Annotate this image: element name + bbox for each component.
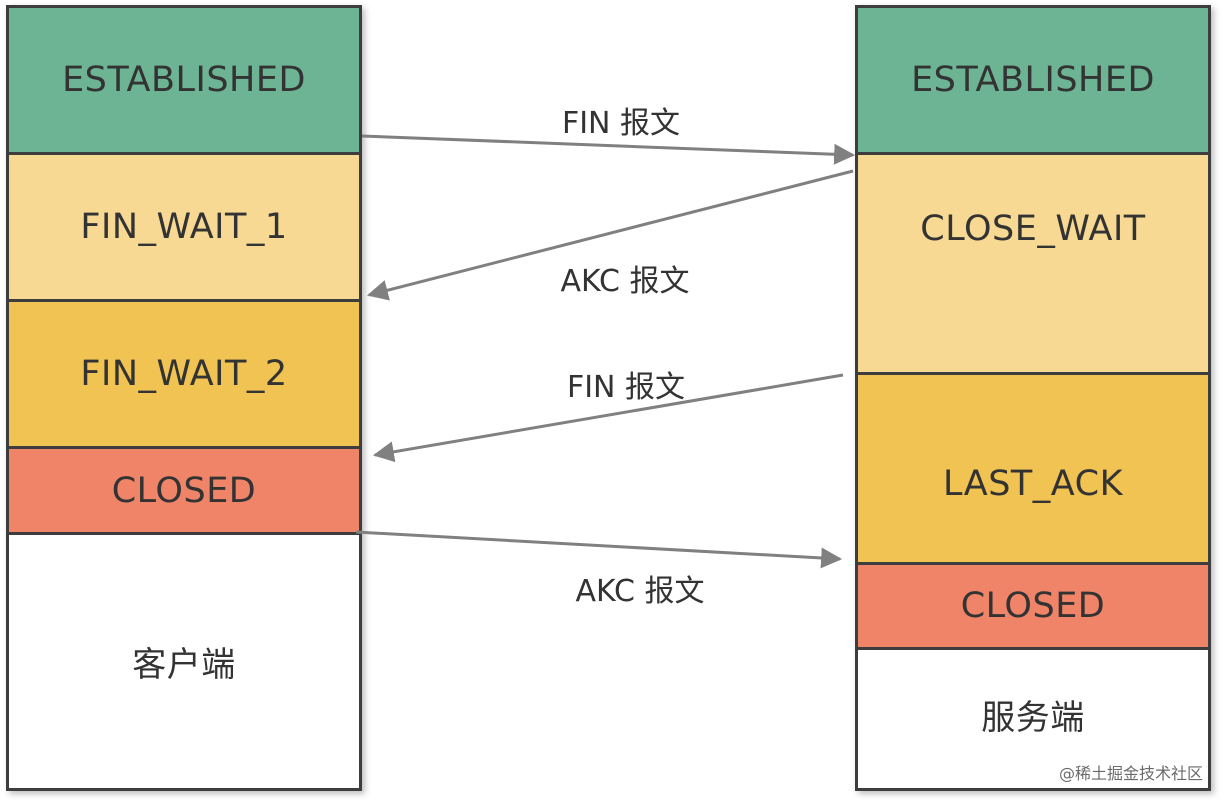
client-column: ESTABLISHED FIN_WAIT_1 FIN_WAIT_2 CLOSED…: [6, 5, 362, 791]
server-state-last-ack: LAST_ACK: [855, 372, 1211, 565]
server-label: 服务端: [855, 647, 1211, 791]
arrow-ack-1: [366, 169, 854, 301]
server-column: ESTABLISHED CLOSE_WAIT LAST_ACK CLOSED 服…: [855, 5, 1211, 791]
server-state-closed: CLOSED: [855, 562, 1211, 650]
message-label-ack-1: AKC 报文: [560, 264, 690, 299]
client-state-established: ESTABLISHED: [6, 5, 362, 155]
message-label-fin-2: FIN 报文: [566, 370, 686, 405]
watermark: @稀土掘金技术社区: [1058, 764, 1203, 783]
client-label: 客户端: [6, 532, 362, 791]
client-state-fin-wait-2: FIN_WAIT_2: [6, 299, 362, 449]
client-state-closed: CLOSED: [6, 446, 362, 535]
arrow-fin-1: [361, 134, 856, 165]
message-label-ack-2: AKC 报文: [575, 574, 705, 609]
server-state-close-wait: CLOSE_WAIT: [855, 152, 1211, 375]
arrow-ack-2: [355, 530, 843, 569]
server-state-established: ESTABLISHED: [855, 5, 1211, 155]
message-label-fin-1: FIN 报文: [561, 106, 681, 141]
arrow-fin-2: [372, 373, 844, 463]
